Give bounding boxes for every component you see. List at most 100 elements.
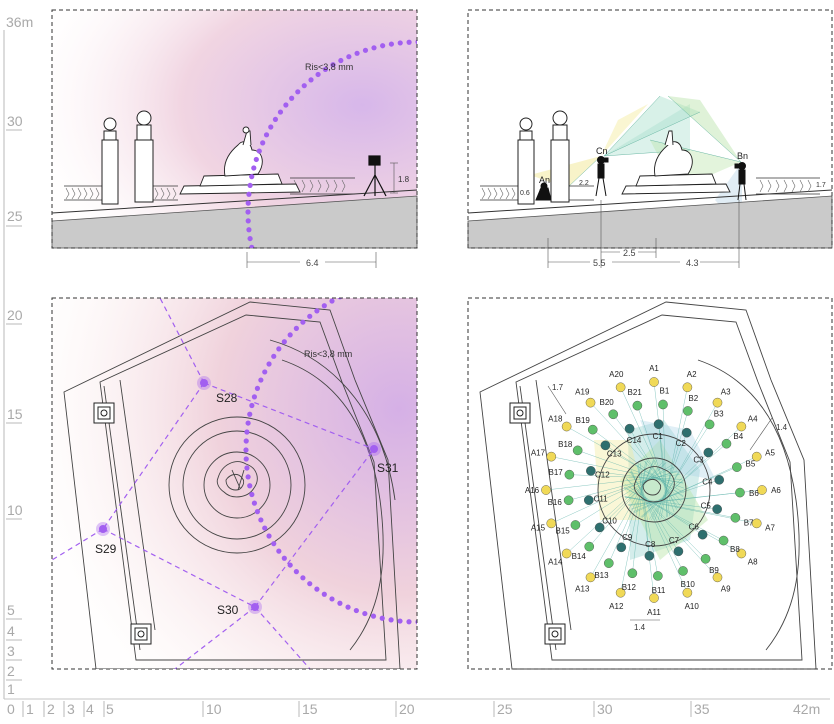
camera-marker <box>546 451 557 462</box>
camera-label-bn: Bn <box>737 151 748 161</box>
camera-label: B11 <box>652 586 666 595</box>
camera-label: A19 <box>575 387 590 396</box>
scan-range-dot <box>337 298 343 300</box>
scan-range-dot <box>314 586 320 592</box>
camera-marker <box>681 427 692 438</box>
camera-label: B5 <box>745 459 755 468</box>
camera-label-cn: Cn <box>596 146 608 156</box>
scan-range-dot <box>300 319 306 325</box>
ruler-x-2: 2 <box>47 701 55 717</box>
scan-range-dot <box>262 369 268 375</box>
station-label-s30: S30 <box>217 603 239 617</box>
ruler-y-15: 15 <box>7 406 23 422</box>
ruler-x-10: 10 <box>206 701 222 717</box>
camera-label: A6 <box>771 486 781 495</box>
ruler-x-1: 1 <box>26 701 34 717</box>
ruler-x-3: 3 <box>67 701 75 717</box>
scan-range-dot <box>243 456 249 462</box>
resolution-label: Ris<3,8 mm <box>304 349 352 359</box>
height-label-cn: 2.2 <box>579 180 589 187</box>
scan-range-dot <box>249 244 255 248</box>
camera-marker <box>615 587 626 598</box>
scan-range-dot <box>315 71 321 78</box>
station-traverse <box>52 298 375 669</box>
scan-range-dot <box>337 600 343 606</box>
scan-range-dot <box>249 174 255 180</box>
camera-marker <box>603 558 614 568</box>
scan-range-dot <box>254 509 261 515</box>
panel-frame <box>51 9 418 249</box>
scan-range-dot <box>245 209 251 215</box>
pillars <box>101 110 154 205</box>
scan-range-dot <box>271 541 277 547</box>
scan-range-dot <box>256 148 262 154</box>
scan-range-dot <box>245 420 251 426</box>
scan-range-dot <box>424 276 429 281</box>
scan-range-dot <box>244 465 250 471</box>
camera-marker <box>572 445 583 456</box>
camera-marker <box>624 423 635 434</box>
ruler-y-10: 10 <box>7 502 23 518</box>
ruler-y-4: 4 <box>7 623 15 639</box>
camera-marker <box>644 551 655 561</box>
camera-marker <box>682 382 693 393</box>
scan-range-dot <box>460 281 465 286</box>
panel-frame <box>51 297 418 670</box>
camera-label: B1 <box>660 387 670 396</box>
camera-label: B9 <box>709 566 719 575</box>
distance-label-an-cn: 5.5 <box>593 258 606 268</box>
camera-marker <box>683 406 693 416</box>
fountain <box>621 130 731 195</box>
camera-label: A17 <box>531 448 546 457</box>
ruler-x-20: 20 <box>399 701 415 717</box>
camera-label: B8 <box>730 545 740 554</box>
panel-frame <box>467 9 833 249</box>
scan-range-dot <box>295 89 301 95</box>
camera-label: B3 <box>714 410 724 419</box>
ruler-y-1: 1 <box>7 681 15 697</box>
camera-label: C10 <box>602 517 617 526</box>
ruler-x-5: 5 <box>106 701 114 717</box>
scan-range-dot <box>380 43 386 49</box>
camera-marker <box>615 382 626 393</box>
scan-range-dot <box>276 346 282 352</box>
camera-label: B17 <box>548 468 563 477</box>
scan-range-dot <box>370 613 377 619</box>
camera-label: C9 <box>622 533 633 542</box>
scan-range-dot <box>353 607 359 614</box>
camera-marker <box>712 397 723 408</box>
scan-range-dot <box>251 394 258 400</box>
camera-label: A20 <box>609 370 624 379</box>
camera-marker <box>732 462 742 472</box>
camera-label: A2 <box>687 370 697 379</box>
camera-marker <box>730 512 741 523</box>
scan-range-dot <box>451 376 456 381</box>
scan-range-dot <box>243 447 249 453</box>
scan-range-dot <box>388 41 395 47</box>
scan-range-dot <box>354 287 359 292</box>
scan-range-dot <box>301 83 307 89</box>
scan-range-dot <box>460 614 465 619</box>
camera-label: B13 <box>594 571 609 580</box>
scan-range-dot <box>307 313 313 319</box>
scan-range-dot <box>245 474 251 480</box>
scan-range-dot <box>433 618 438 623</box>
camera-label: A18 <box>548 414 563 423</box>
scan-range-dot <box>247 235 253 242</box>
station-label-s28: S28 <box>216 391 238 405</box>
scan-range-dot <box>433 276 438 281</box>
ruler-x-35: 35 <box>694 701 710 717</box>
scan-range-dot <box>251 165 257 171</box>
camera-label: C3 <box>693 455 704 464</box>
camera-marker <box>627 568 638 579</box>
scan-range-dot <box>272 116 279 123</box>
camera-marker <box>703 447 714 458</box>
camera-marker <box>585 572 596 583</box>
station-markers <box>96 376 381 614</box>
ruler-y-30: 30 <box>7 113 23 129</box>
height-label-an: 0.6 <box>520 190 530 197</box>
camera-marker <box>697 529 708 540</box>
scan-range-dot <box>433 40 438 45</box>
